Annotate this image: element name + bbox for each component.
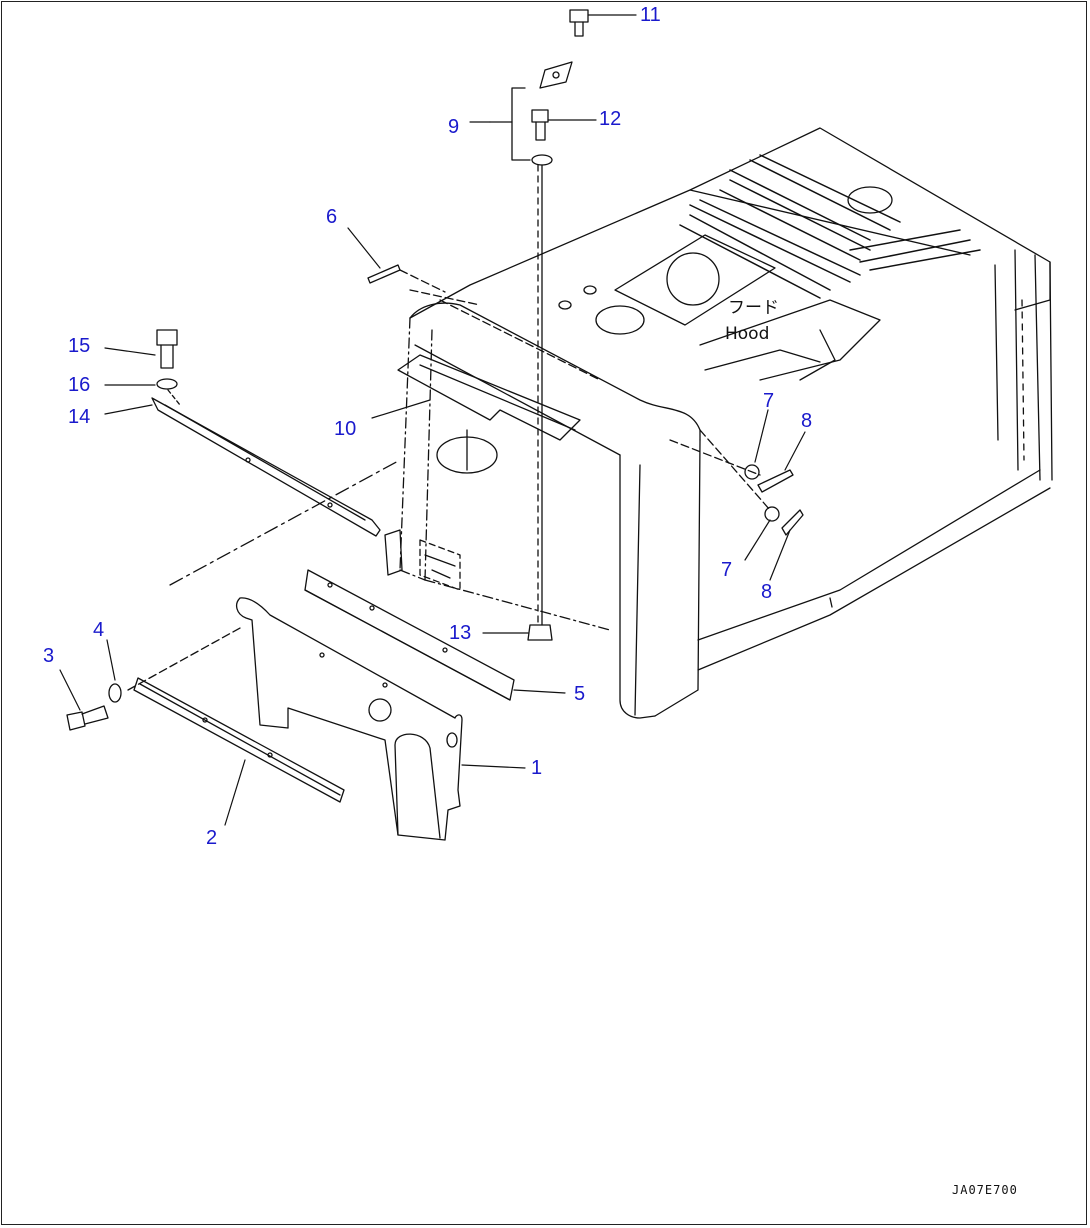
callout-12: 12	[599, 108, 622, 130]
callout-15: 15	[68, 335, 91, 357]
callout-9: 9	[448, 116, 460, 138]
callout-3: 3	[43, 645, 55, 667]
callout-8-upper: 8	[801, 410, 813, 432]
callout-5: 5	[574, 683, 586, 705]
angle-rail-5	[304, 569, 515, 701]
callout-11: 11	[640, 4, 661, 26]
callout-8-lower: 8	[761, 581, 773, 603]
hood-label-en: Hood	[725, 324, 770, 344]
callout-4: 4	[93, 619, 105, 641]
cover-panel-1	[235, 597, 463, 841]
seal-strip-6	[367, 264, 401, 284]
drawing-number: JA07E700	[952, 1183, 1018, 1197]
callout-14: 14	[68, 406, 91, 428]
callout-2: 2	[206, 827, 218, 849]
clip-7-8	[744, 464, 804, 536]
callout-7-lower: 7	[721, 559, 733, 581]
bracket-assembly-9	[489, 9, 589, 641]
cover-plate-10	[397, 354, 581, 474]
lower-rail-2	[133, 677, 345, 803]
callout-10: 10	[334, 418, 357, 440]
hood-label-jp: フード	[728, 298, 779, 318]
leader-lines	[59, 14, 806, 826]
callout-7-upper: 7	[763, 390, 775, 412]
rail-14	[151, 329, 401, 586]
callout-1: 1	[531, 757, 543, 779]
callout-6: 6	[326, 206, 338, 228]
hood-frame	[399, 127, 1053, 719]
bolt-3	[66, 705, 109, 731]
callout-13: 13	[449, 622, 472, 644]
callout-16: 16	[68, 374, 91, 396]
washer-4	[108, 683, 122, 703]
